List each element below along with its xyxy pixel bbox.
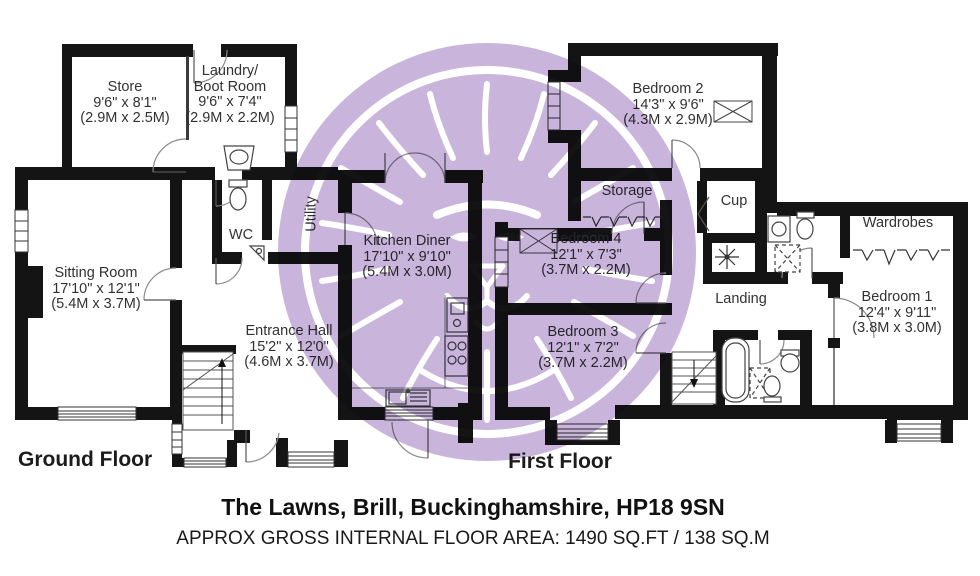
room-name: Utility (303, 196, 320, 232)
room-label-wardrobes: Wardrobes (862, 215, 934, 232)
ensuite-fixtures (767, 211, 815, 273)
room-label-bedroom3: Bedroom 3 12'1" x 7'2" (3.7M x 2.2M) (538, 324, 628, 372)
room-name: Entrance Hall (245, 323, 333, 339)
room-dims-imperial: 17'10" x 12'1" (52, 280, 140, 297)
bathroom-fixtures (721, 337, 800, 403)
hob-icon (444, 335, 469, 377)
room-name-line2: Boot Room (193, 78, 267, 95)
toilet-icon (228, 179, 248, 211)
ground-floor-heading: Ground Floor (18, 448, 153, 471)
room-name: Store (107, 79, 143, 95)
room-label-kitchen-diner: Kitchen Diner 17'10" x 9'10" (5.4M x 3.0… (362, 233, 452, 281)
bathroom-toilet-icon (763, 375, 782, 403)
room-name: Bedroom 4 (550, 231, 622, 247)
room-label-utility: Utility (303, 196, 320, 232)
ensuite-basin-icon (767, 215, 791, 243)
room-name: Wardrobes (862, 215, 934, 231)
oven-icon (446, 297, 469, 333)
room-label-cup: Cup (720, 193, 748, 210)
room-name: Bedroom 1 (861, 289, 933, 305)
ground-floor-stairs (182, 351, 234, 431)
room-label-landing: Landing (715, 291, 767, 308)
room-label-wc: WC (228, 227, 254, 244)
window-firstfloor-bay (556, 423, 609, 441)
room-name: Sitting Room (54, 265, 138, 281)
cup-bifold-door (697, 196, 710, 232)
bath-icon (721, 337, 750, 403)
room-dims-imperial: 12'4" x 9'11" (857, 304, 937, 321)
window-bedroom4-left (494, 236, 509, 288)
room-dims-imperial: 17'10" x 9'10" (363, 248, 451, 265)
first-floor-stairs (671, 351, 717, 405)
room-label-bedroom4: Bedroom 4 12'1" x 7'3" (3.7M x 2.2M) (541, 231, 631, 279)
room-dims-metric: (3.8M x 3.0M) (852, 320, 942, 336)
kitchen-steps (384, 406, 434, 421)
room-label-store: Store 9'6" x 8'1" (2.9M x 2.5M) (80, 79, 170, 127)
window-laundry (284, 105, 298, 153)
window-porch-bottom (183, 457, 227, 468)
room-name: Laundry/ (201, 63, 259, 79)
wc-fixtures (228, 179, 265, 262)
room-dims-imperial: 12'1" x 7'2" (547, 339, 619, 356)
room-dims-metric: (3.7M x 2.2M) (538, 355, 628, 371)
room-dims-imperial: 9'6" x 8'1" (93, 94, 157, 111)
room-name: Cup (720, 193, 748, 209)
wardrobes-hanging-rail (853, 249, 950, 266)
room-label-bedroom2: Bedroom 2 14'3" x 9'6" (4.3M x 2.9M) (623, 81, 713, 129)
room-name: WC (228, 227, 254, 243)
rooflight-bedroom2 (713, 100, 753, 123)
room-dims-imperial: 9'6" x 7'4" (198, 94, 262, 110)
room-dims-metric: (3.7M x 2.2M) (541, 262, 631, 278)
property-address: The Lawns, Brill, Buckinghamshire, HP18 … (221, 494, 725, 520)
bathroom-basin-icon (780, 349, 800, 373)
kitchen-fixtures (352, 295, 469, 407)
window-sitting-bottom (57, 406, 137, 421)
room-dims-imperial: 15'2" x 12'0" (249, 338, 329, 355)
window-hall-bay (287, 451, 335, 468)
storage-hanging-rail (583, 216, 662, 228)
room-label-storage: Storage (601, 183, 653, 200)
ensuite-toilet-icon (796, 211, 815, 240)
window-bedroom2-left (547, 81, 561, 131)
laundry-fixtures (223, 145, 255, 171)
cylinder-starburst-icon (715, 245, 739, 269)
room-name: Storage (601, 183, 653, 199)
room-name: Bedroom 3 (547, 324, 619, 340)
room-name: Kitchen Diner (363, 233, 451, 249)
ensuite-shower-icon (774, 244, 801, 273)
room-dims-imperial: 14'3" x 9'6" (632, 96, 704, 113)
corner-basin-icon (248, 245, 265, 262)
window-porch-left (171, 423, 183, 455)
window-bedroom1-bay (896, 423, 942, 442)
window-sitting-left (14, 209, 29, 253)
room-label-laundry: Laundry/ Boot Room 9'6" x 7'4" (2.9M x 2… (185, 63, 275, 126)
sink-icon (385, 388, 431, 407)
room-dims-metric: (5.4M x 3.7M) (51, 296, 141, 312)
room-name: Landing (715, 291, 767, 307)
room-dims-imperial: 12'1" x 7'3" (550, 246, 622, 263)
floor-area-text: APPROX GROSS INTERNAL FLOOR AREA: 1490 S… (176, 528, 770, 549)
room-dims-metric: (4.3M x 2.9M) (623, 112, 713, 128)
room-dims-metric: (4.6M x 3.7M) (244, 354, 334, 370)
room-dims-metric: (5.4M x 3.0M) (362, 264, 452, 280)
room-name: Bedroom 2 (632, 81, 704, 97)
room-label-sitting-room: Sitting Room 17'10" x 12'1" (5.4M x 3.7M… (51, 265, 141, 313)
room-dims-metric: (2.9M x 2.5M) (80, 110, 170, 126)
room-label-entrance-hall: Entrance Hall 15'2" x 12'0" (4.6M x 3.7M… (244, 323, 334, 371)
room-dims-metric: (2.9M x 2.2M) (185, 109, 275, 126)
room-label-bedroom1: Bedroom 1 12'4" x 9'11" (3.8M x 3.0M) (852, 289, 942, 337)
first-floor-heading: First Floor (508, 450, 612, 473)
